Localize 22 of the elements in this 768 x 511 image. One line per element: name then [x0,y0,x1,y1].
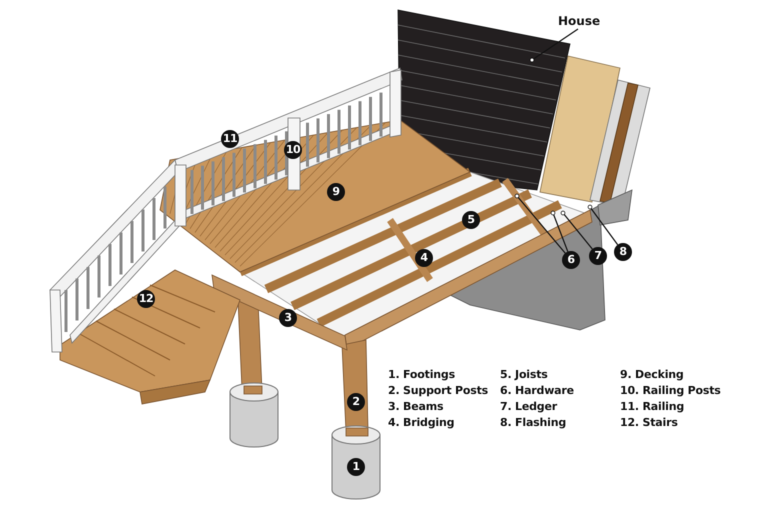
key-entry: 3. Beams [388,399,444,414]
leader-line [514,194,566,254]
callout-number: 3 [279,309,297,327]
part-label: House [558,14,600,29]
key-entry: 8. Flashing [500,415,566,430]
key-entry: 9. Decking [620,367,684,382]
key-entry: 12. Stairs [620,415,678,430]
key-entry: 4. Bridging [388,415,454,430]
key-entry: 7. Ledger [500,399,557,414]
callout-number: 8 [614,243,632,261]
key-entry: 2. Support Posts [388,383,488,398]
key-entry: 6. Hardware [500,383,574,398]
leader-line [560,210,593,250]
leader-line [530,28,578,62]
leader-line [550,210,568,252]
key-entry: 5. Joists [500,367,548,382]
leader-line [588,204,618,246]
callout-number: 11 [221,130,239,148]
key-entry: 10. Railing Posts [620,383,721,398]
callout-number: 7 [589,247,607,265]
key-entry: 11. Railing [620,399,684,414]
key-entry: 1. Footings [388,367,455,382]
